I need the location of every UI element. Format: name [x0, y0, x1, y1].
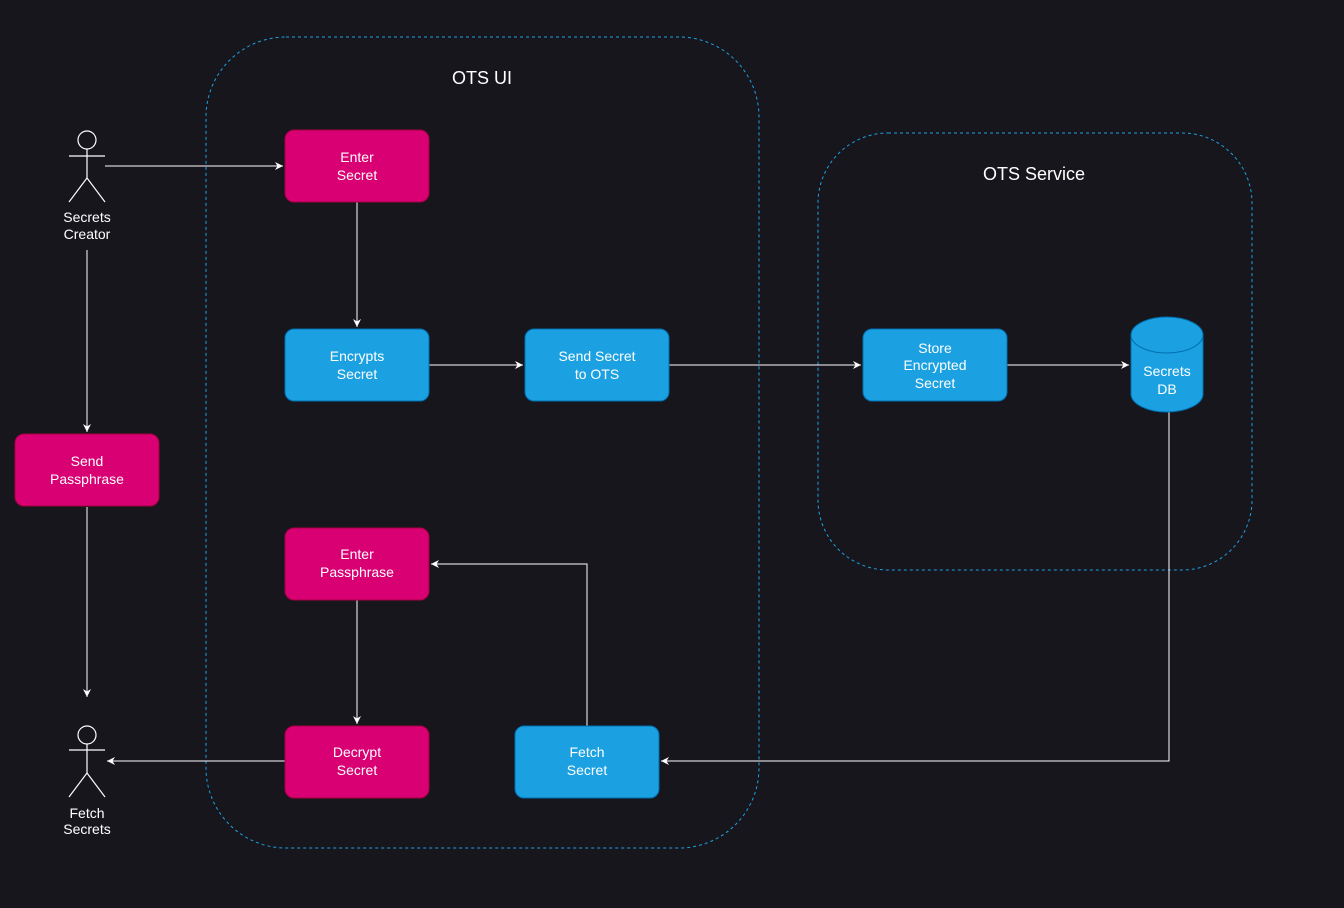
actor-secrets-creator: Secrets Creator — [63, 130, 111, 242]
node-enter-passphrase-line-2: Passphrase — [320, 564, 394, 580]
group-ots-ui-border — [205, 36, 760, 849]
node-secrets-db-line-1: Secrets — [1143, 363, 1190, 379]
node-send-secret-to-ots: Send Secret to OTS — [524, 328, 670, 402]
node-fetch-secret: Fetch Secret — [514, 725, 660, 799]
node-send-secret-line-2: to OTS — [575, 366, 619, 382]
node-encrypts-secret: Encrypts Secret — [284, 328, 430, 402]
node-decrypt-secret: Decrypt Secret — [284, 725, 430, 799]
node-encrypts-secret-line-1: Encrypts — [330, 348, 384, 364]
node-store-encrypted-secret: Store Encrypted Secret — [862, 328, 1008, 402]
actor-fetch-secrets: Fetch Secrets — [63, 725, 111, 837]
node-enter-passphrase-line-1: Enter — [340, 546, 374, 562]
actor-creator-label-line-2: Creator — [64, 226, 111, 242]
node-send-passphrase: Send Passphrase — [14, 433, 160, 507]
group-ots-ui-label: OTS UI — [452, 68, 512, 88]
edge-db-to-fetch-secret — [661, 412, 1170, 765]
node-send-passphrase-line-1: Send — [71, 453, 104, 469]
node-encrypts-secret-line-2: Secret — [337, 366, 378, 382]
node-fetch-secret-line-1: Fetch — [569, 744, 604, 760]
actor-creator-label-line-1: Secrets — [63, 209, 110, 225]
node-send-secret-line-1: Send Secret — [558, 348, 635, 364]
node-enter-passphrase: Enter Passphrase — [284, 527, 430, 601]
node-store-secret-line-1: Store — [918, 340, 952, 356]
group-ots-ui: OTS UI — [205, 36, 760, 849]
node-fetch-secret-line-2: Secret — [567, 762, 608, 778]
node-secrets-db: Secrets DB — [1130, 316, 1204, 413]
node-send-passphrase-line-2: Passphrase — [50, 471, 124, 487]
node-decrypt-secret-line-1: Decrypt — [333, 744, 381, 760]
person-icon — [68, 130, 106, 203]
person-icon — [68, 725, 106, 798]
actor-fetcher-label-line-1: Fetch — [69, 805, 104, 821]
group-ots-service-label: OTS Service — [983, 164, 1085, 184]
edges — [83, 162, 1170, 765]
database-cylinder-icon — [1130, 316, 1204, 413]
node-store-secret-line-3: Secret — [915, 375, 956, 391]
group-ots-service-border — [817, 132, 1253, 571]
node-decrypt-secret-line-2: Secret — [337, 762, 378, 778]
node-enter-secret: Enter Secret — [284, 129, 430, 203]
node-secrets-db-line-2: DB — [1157, 381, 1176, 397]
node-enter-secret-line-1: Enter — [340, 149, 374, 165]
node-store-secret-line-2: Encrypted — [903, 357, 966, 373]
actor-fetcher-label-line-2: Secrets — [63, 821, 110, 837]
group-ots-service: OTS Service — [817, 132, 1253, 571]
node-enter-secret-line-2: Secret — [337, 167, 378, 183]
edge-fetch-secret-to-enter-passphrase — [431, 560, 588, 726]
